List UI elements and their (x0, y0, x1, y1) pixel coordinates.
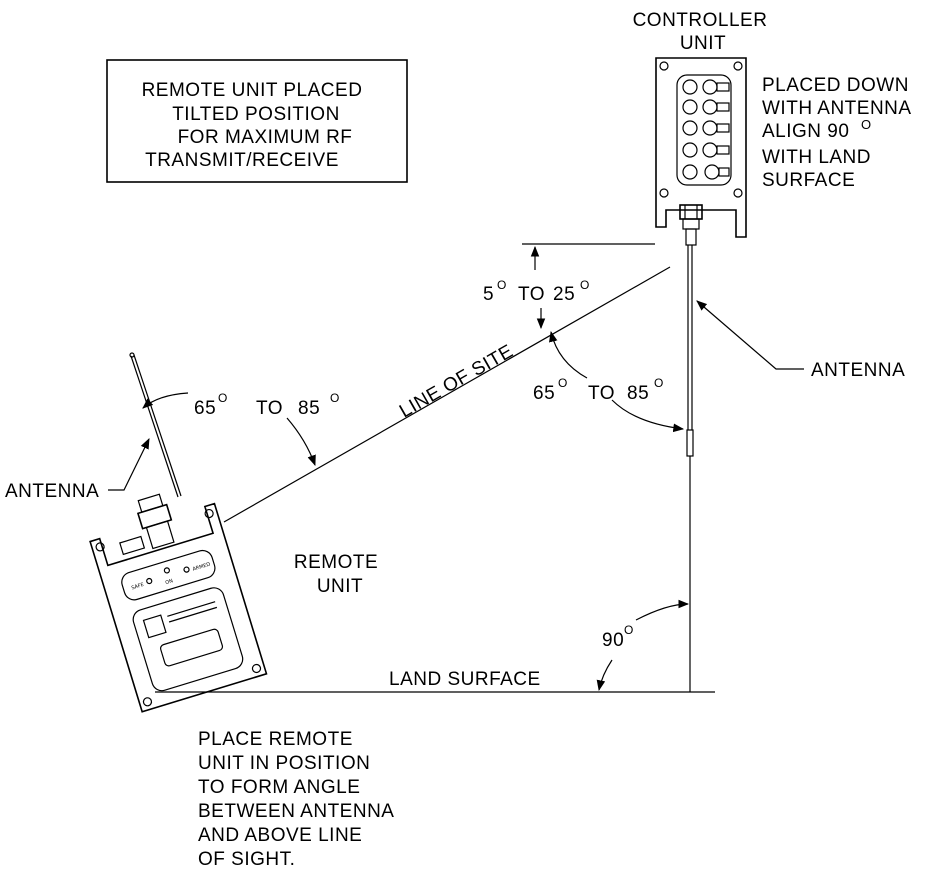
instruction-line-4: BETWEEN ANTENNA (198, 801, 394, 822)
degree-symbol: O (624, 623, 634, 637)
controller-title: CONTROLLER UNIT (633, 10, 768, 54)
degree-symbol: O (218, 391, 228, 405)
controller-antenna-label: ANTENNA (811, 360, 905, 381)
button-icon (682, 164, 698, 180)
degree-symbol: O (861, 117, 872, 132)
remote-label-line-1: REMOTE (294, 552, 378, 573)
controller-title-line-2: UNIT (680, 33, 726, 54)
placement-line-4: WITH LAND (762, 147, 871, 168)
remote-angle-from: 65 (194, 398, 216, 419)
controller-placement-note: PLACED DOWN WITH ANTENNA ALIGN 90 O WITH… (762, 75, 912, 191)
instruction-note: PLACE REMOTE UNIT IN POSITION TO FORM AN… (198, 729, 394, 870)
placement-line-5: SURFACE (762, 170, 855, 191)
elevation-angle-dimension: 5 O TO 25 O (483, 245, 590, 330)
screw-icon (733, 188, 743, 198)
note-line-4: TRANSMIT/RECEIVE (145, 150, 339, 171)
controller-angle-from: 65 (533, 383, 555, 404)
screw-icon (659, 188, 669, 198)
controller-angle-to: 85 (627, 383, 649, 404)
line-of-site-label: LINE OF SITE (396, 341, 517, 423)
land-surface-label: LAND SURFACE (389, 669, 541, 690)
remote-angle-to-word: TO (256, 398, 283, 419)
controller-title-line-1: CONTROLLER (633, 10, 768, 31)
remote-antenna-callout: ANTENNA (5, 438, 150, 502)
right-angle-value: 90 (602, 630, 624, 651)
note-line-2: TILTED POSITION (172, 104, 340, 125)
elevation-to: 25 (553, 284, 575, 305)
placement-line-1: PLACED DOWN (762, 75, 909, 96)
remote-label-line-2: UNIT (317, 576, 363, 597)
instruction-line-2: UNIT IN POSITION (198, 753, 370, 774)
screw-icon (95, 542, 105, 552)
button-icon (682, 120, 698, 136)
remote-lower-panel (132, 587, 244, 692)
panel-on-label: ON (165, 578, 174, 586)
screw-icon (204, 508, 214, 519)
button-icon (682, 79, 698, 95)
panel-armed-label: ARMED (192, 562, 211, 573)
placement-line-3: ALIGN 90 (762, 121, 849, 142)
screw-icon (659, 61, 669, 71)
instruction-line-1: PLACE REMOTE (198, 729, 353, 750)
degree-symbol: O (330, 391, 340, 405)
controller-antenna (686, 245, 694, 457)
remote-antenna-connector (119, 493, 175, 556)
line-of-site (223, 266, 671, 523)
degree-symbol: O (580, 278, 590, 292)
controller-angle-dimension: 65 O TO 85 O (533, 330, 685, 433)
note-line-3: FOR MAXIMUM RF (178, 127, 353, 148)
panel-safe-label: SAFE (131, 582, 145, 591)
instruction-line-5: AND ABOVE LINE (198, 825, 362, 846)
elevation-to-word: TO (518, 284, 545, 305)
button-icon (702, 99, 718, 115)
button-icon (702, 79, 718, 95)
button-icon (682, 99, 698, 115)
instruction-line-3: TO FORM ANGLE (198, 777, 360, 798)
button-icon (702, 142, 718, 158)
button-row-4 (682, 142, 730, 158)
button-row-3 (682, 120, 730, 136)
remote-antenna (129, 352, 182, 498)
remote-angle-to: 85 (298, 398, 320, 419)
screw-icon (142, 697, 153, 707)
placement-line-2: WITH ANTENNA (762, 98, 912, 119)
controller-button-grid (676, 74, 732, 186)
degree-symbol: O (497, 278, 507, 292)
button-row-2 (682, 99, 730, 115)
note-box: REMOTE UNIT PLACED TILTED POSITION FOR M… (106, 59, 408, 183)
button-icon (682, 142, 698, 158)
degree-symbol: O (558, 376, 568, 390)
remote-unit: SAFE ON ARMED (89, 493, 268, 713)
instruction-line-6: OF SIGHT. (198, 849, 295, 870)
elevation-from: 5 (483, 284, 494, 305)
remote-angle-dimension: 65 O TO 85 O (142, 391, 340, 467)
degree-symbol: O (654, 376, 664, 390)
remote-antenna-label: ANTENNA (5, 481, 99, 502)
controller-angle-to-word: TO (588, 383, 615, 404)
remote-switch-panel: SAFE ON ARMED (121, 549, 216, 601)
screw-icon (733, 61, 743, 71)
button-icon (702, 120, 718, 136)
button-row-1 (682, 79, 730, 95)
controller-unit (655, 57, 747, 457)
remote-unit-label: REMOTE UNIT (294, 552, 378, 597)
right-angle-dimension: 90 O (596, 599, 690, 692)
note-line-1: REMOTE UNIT PLACED (142, 80, 363, 101)
button-row-5 (682, 164, 730, 180)
controller-antenna-connector (679, 204, 703, 246)
button-icon (704, 164, 720, 180)
controller-antenna-callout: ANTENNA (696, 300, 905, 381)
screw-icon (251, 663, 262, 674)
